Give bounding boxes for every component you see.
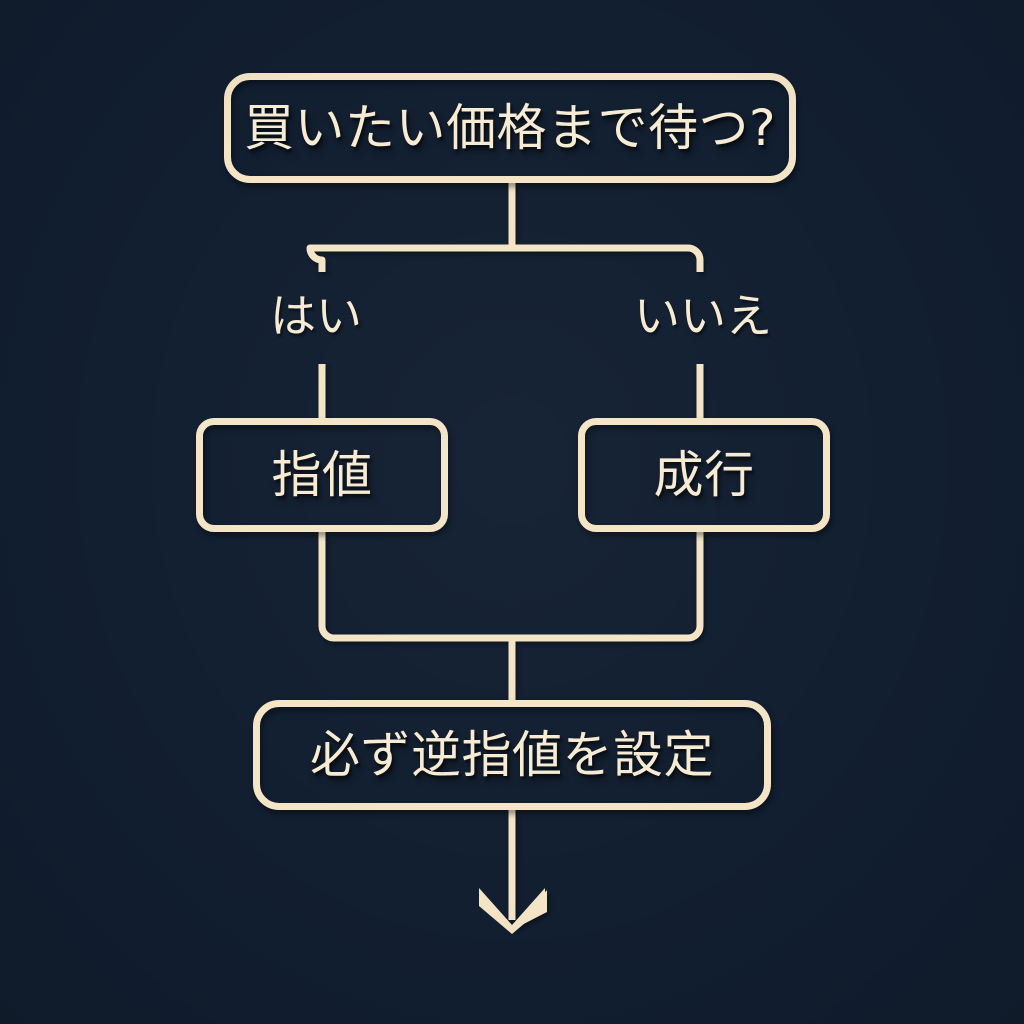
edge-limit-to-merge (318, 532, 512, 642)
node-decision-label: 買いたい価格まで待つ? (243, 99, 777, 157)
edge-decision-to-market-top (512, 244, 704, 272)
down-arrow-icon (477, 890, 547, 930)
node-set-stop-loss[interactable]: 必ず逆指値を設定 (253, 700, 771, 810)
edge-label-yes: はい (270, 293, 362, 339)
node-market-order[interactable]: 成行 (578, 418, 830, 532)
node-limit-order[interactable]: 指値 (196, 418, 448, 532)
edge-label-no-text: いいえ (634, 289, 772, 343)
node-market-label: 成行 (653, 446, 755, 504)
edge-market-to-merge (512, 532, 704, 642)
edge-label-no: いいえ (634, 293, 772, 339)
edge-label-yes-text: はい (270, 289, 362, 343)
node-decision-wait-for-price[interactable]: 買いたい価格まで待つ? (224, 73, 796, 183)
node-limit-label: 指値 (271, 446, 373, 504)
edge-decision-to-limit-top (306, 244, 512, 272)
node-stoploss-label: 必ず逆指値を設定 (310, 726, 714, 784)
down-arrow-icon-fill (479, 888, 545, 934)
